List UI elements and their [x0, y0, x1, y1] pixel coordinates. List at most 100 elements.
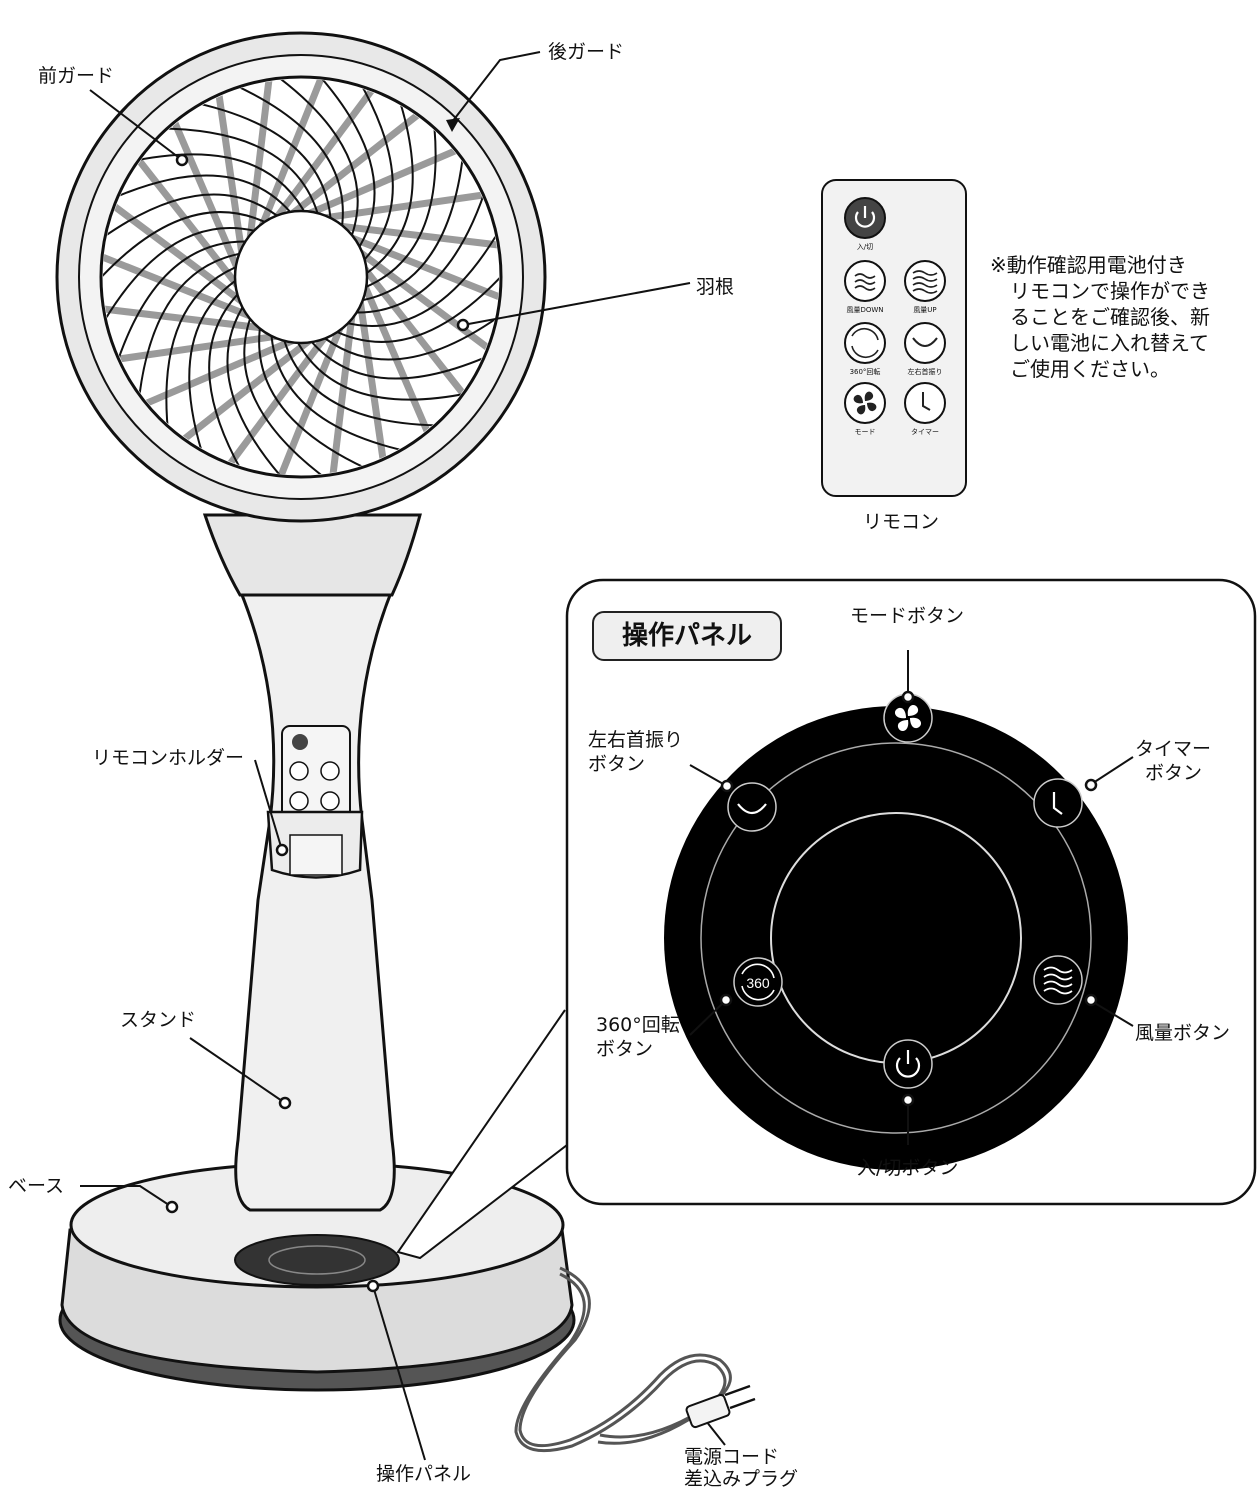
swing-icon	[912, 337, 938, 347]
label-rotate-button-1: 360°回転	[596, 1014, 680, 1036]
label-blade: 羽根	[696, 276, 735, 298]
label-timer-button-1: タイマー	[1135, 738, 1212, 760]
rear-guard-spoke	[316, 190, 495, 223]
front-guard-spoke	[104, 174, 296, 218]
front-guard-spoke	[354, 79, 394, 266]
panel-detail-disc: 360	[664, 693, 1128, 1170]
remote-in-holder	[266, 725, 364, 879]
label-front-guard: 前ガード	[38, 65, 115, 87]
front-guard-spoke	[188, 276, 242, 465]
label-plug: 差込みプラグ	[684, 1468, 799, 1490]
label-stand: スタンド	[120, 1009, 197, 1031]
fan-icon	[853, 391, 877, 415]
front-guard-spoke	[360, 89, 414, 278]
panel-wind-icon	[1043, 966, 1073, 995]
battery-note: ※動作確認用電池付き リモコンで操作ができ ることをご確認後、新 しい電池に入れ…	[990, 252, 1258, 382]
remote-label-mode: モード	[854, 428, 876, 436]
panel-swing-icon	[737, 803, 767, 815]
label-swing-button-1: 左右首振り	[588, 729, 684, 751]
front-guard-spoke	[243, 311, 335, 475]
rear-guard-spoke	[283, 105, 429, 222]
panel-rotate-icon: 360	[746, 975, 770, 991]
remote-control	[821, 179, 967, 497]
leader-dots	[165, 153, 1098, 1293]
rear-guard-spoke	[214, 83, 247, 262]
note-line: ご使用ください。	[1010, 357, 1170, 381]
rear-guard-spoke	[103, 249, 260, 323]
power-plug	[685, 1384, 756, 1429]
panel-callout-wedge	[396, 1009, 581, 1260]
wind-icon	[854, 273, 876, 291]
front-guard-spoke	[293, 336, 478, 401]
label-remote-holder: リモコンホルダー	[92, 747, 245, 769]
remote-label-power: 入/切	[856, 243, 874, 251]
base-control-panel[interactable]	[234, 1234, 400, 1286]
note-line: ることをご確認後、新	[1010, 305, 1210, 329]
remote-fan-up-button[interactable]	[904, 260, 946, 302]
note-line: しい電池に入れ替えて	[1010, 331, 1209, 355]
front-guard-spoke	[318, 308, 499, 361]
front-guard-spoke	[267, 79, 359, 243]
note-line: リモコンで操作ができ	[1010, 279, 1210, 303]
front-guard-spoke	[124, 153, 309, 218]
panel-power-icon	[895, 1057, 921, 1078]
label-fan-speed-button: 風量ボタン	[1135, 1022, 1231, 1044]
remote-timer-button[interactable]	[904, 382, 946, 424]
rear-guard-spoke	[255, 79, 329, 236]
remote-label-timer: タイマー	[911, 428, 939, 436]
front-guard-spoke	[270, 328, 416, 455]
panel-timer-button[interactable]	[1033, 778, 1083, 828]
front-guard-spoke	[103, 227, 262, 332]
label-rotate-button-2: ボタン	[596, 1038, 654, 1060]
wind-strong-icon	[912, 270, 938, 294]
rear-guard-spoke	[342, 231, 499, 305]
remote-mode-button[interactable]	[844, 382, 886, 424]
front-guard-spoke	[226, 300, 291, 475]
front-guard-spoke	[225, 80, 344, 233]
rear-guard-spoke	[129, 149, 246, 295]
remote-label-swing: 左右首振り	[907, 368, 943, 376]
label-mode-button: モードボタン	[850, 605, 965, 627]
remote-label-fan-up: 風量UP	[913, 306, 937, 314]
front-guard-spoke	[136, 251, 247, 410]
front-guard-spoke	[340, 222, 499, 327]
guard-center-cap	[233, 209, 369, 345]
front-guard-spoke	[152, 127, 321, 221]
panel-fan-speed-button[interactable]	[1033, 955, 1083, 1005]
front-guard-spoke	[359, 113, 437, 291]
fan-stand	[234, 588, 396, 1212]
label-rear-guard: 後ガード	[548, 41, 625, 63]
label-remote: リモコン	[863, 511, 940, 533]
front-guard-spoke	[349, 181, 490, 314]
panel-timer-icon	[1052, 792, 1063, 815]
panel-swing-button[interactable]	[727, 782, 777, 832]
front-guard-spoke	[112, 240, 253, 373]
remote-swing-button[interactable]	[904, 322, 946, 364]
rear-guard-spoke	[273, 318, 347, 475]
front-guard-spoke	[355, 144, 466, 303]
rear-guard-spoke	[107, 331, 286, 364]
front-guard-spoke	[165, 263, 243, 441]
front-guard-spoke	[330, 265, 499, 343]
front-guard-spoke	[103, 193, 284, 246]
note-line: ※動作確認用電池付き	[990, 253, 1187, 277]
front-guard-spoke	[103, 211, 272, 289]
fan-head	[55, 31, 547, 523]
front-guard-spoke	[281, 333, 450, 427]
panel-fan-icon	[894, 704, 922, 732]
label-power-cord: 電源コード	[684, 1446, 780, 1468]
label-base: ベース	[8, 1175, 65, 1197]
label-swing-button-2: ボタン	[588, 753, 646, 775]
front-guard-spoke	[186, 99, 332, 226]
front-guard-spoke	[306, 336, 498, 380]
front-guard-spoke	[208, 288, 248, 475]
front-guard-spoke	[311, 79, 376, 254]
remote-label-rotate: 360°回転	[849, 368, 881, 376]
label-control-panel: 操作パネル	[376, 1463, 472, 1485]
timer-icon	[922, 392, 931, 411]
rear-guard-spoke	[355, 292, 388, 471]
front-guard-spoke	[258, 321, 377, 474]
label-power-button: 入/切ボタン	[857, 1157, 959, 1179]
panel-detail-title: 操作パネル	[592, 611, 782, 661]
